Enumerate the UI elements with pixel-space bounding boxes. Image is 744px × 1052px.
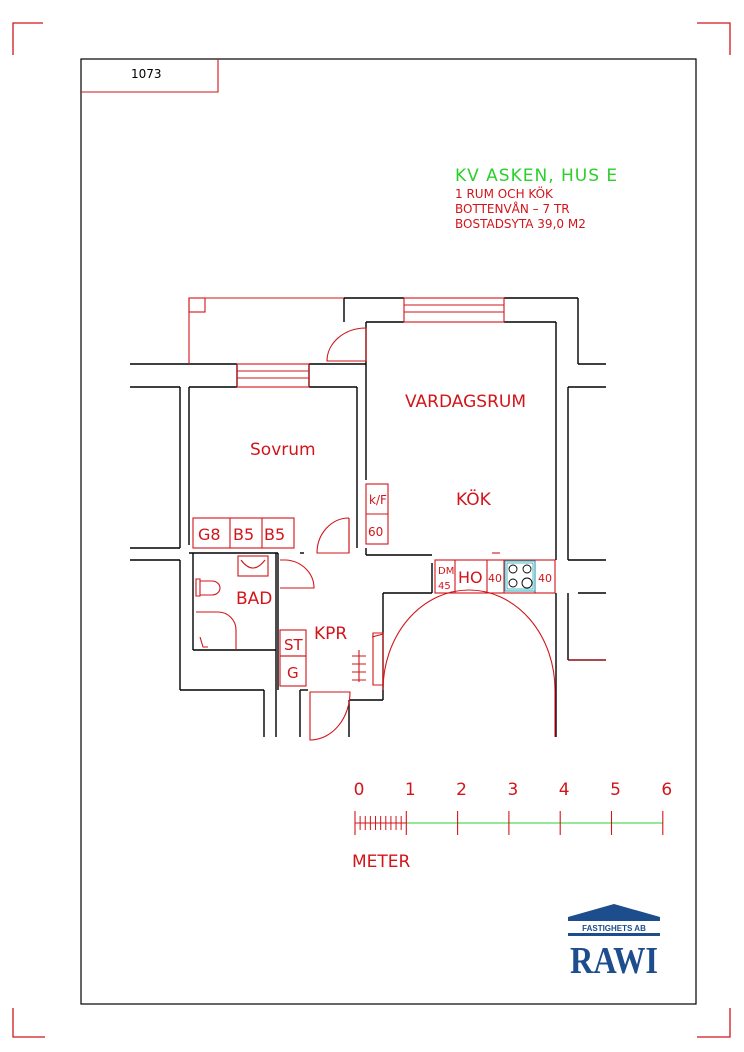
wardrobe-g8: G8 xyxy=(198,525,221,544)
room-bedroom: Sovrum xyxy=(250,440,316,460)
header: KV ASKEN, HUS E 1 RUM OCH KÖK BOTTENVÅN … xyxy=(455,166,618,231)
logo-top-text: FASTIGHETS AB xyxy=(582,924,646,933)
oven-label: HO xyxy=(458,568,483,587)
property-title: KV ASKEN, HUS E xyxy=(455,166,618,186)
counter-right-width: 40 xyxy=(538,572,552,585)
door-bedroom xyxy=(316,517,350,554)
coat-rack-icon xyxy=(352,650,366,682)
dishwasher-label: DM xyxy=(438,566,454,577)
closet-cabinets: ST G xyxy=(279,629,366,687)
sheet-border xyxy=(80,58,697,1005)
door-living xyxy=(326,327,367,362)
bathroom-fixtures xyxy=(195,555,269,650)
scale-label-1: 1 xyxy=(405,780,416,800)
window-bedroom xyxy=(236,363,310,388)
wardrobe-row: G8 B5 B5 xyxy=(192,517,295,549)
header-line-rooms: 1 RUM OCH KÖK xyxy=(455,185,554,201)
stove-icon xyxy=(504,560,536,592)
sheet-number: 1073 xyxy=(131,67,162,81)
wardrobe-b5-2: B5 xyxy=(264,525,285,544)
room-kitchen: KÖK xyxy=(456,488,492,510)
rawi-logo: FASTIGHETS AB RAWI xyxy=(568,904,660,982)
storage-label: ST xyxy=(284,636,304,654)
shower-area xyxy=(196,611,237,650)
scale-label-5: 5 xyxy=(610,780,621,800)
header-line-floors: BOTTENVÅN – 7 TR xyxy=(455,201,570,216)
counter-left-width: 40 xyxy=(488,572,502,585)
g-cabinet-label: G xyxy=(287,664,299,682)
floor-plan: G8 B5 B5 k/F 60 DM 45 HO 40 40 xyxy=(130,297,606,741)
door-entrance xyxy=(309,691,351,741)
walls xyxy=(130,297,606,737)
crop-marks xyxy=(12,22,731,1038)
sheet-number-box: 1073 xyxy=(81,59,219,93)
room-living: VARDAGSRUM xyxy=(405,392,526,412)
windows xyxy=(236,297,505,388)
header-line-area: BOSTADSYTA 39,0 M2 xyxy=(455,217,586,231)
kitchen-counter: DM 45 HO 40 40 xyxy=(434,552,556,594)
room-bath: BAD xyxy=(236,589,272,609)
scale-label-3: 3 xyxy=(507,780,518,800)
dishwasher-width: 45 xyxy=(438,581,451,592)
room-closet: KPR xyxy=(314,624,347,644)
sink-icon xyxy=(237,555,269,577)
red-outlines xyxy=(188,297,606,661)
wardrobe-b5-1: B5 xyxy=(233,525,254,544)
scale-label-0: 0 xyxy=(354,780,365,800)
scale-label-2: 2 xyxy=(456,780,467,800)
door-bath xyxy=(280,559,315,589)
logo-main-text: RAWI xyxy=(570,940,658,982)
scale-label-4: 4 xyxy=(559,780,570,800)
fridge-label: k/F xyxy=(369,493,387,507)
toilet-icon xyxy=(195,578,221,597)
scale-unit: METER xyxy=(352,852,411,872)
scale-label-6: 6 xyxy=(661,780,672,800)
kitchen-arch xyxy=(382,589,556,737)
fridge: k/F 60 xyxy=(365,483,389,545)
window-living xyxy=(403,297,505,323)
scale-bar: 0 1 2 3 4 5 6 METER xyxy=(352,780,672,872)
fridge-width: 60 xyxy=(368,525,383,539)
doors xyxy=(280,327,556,741)
